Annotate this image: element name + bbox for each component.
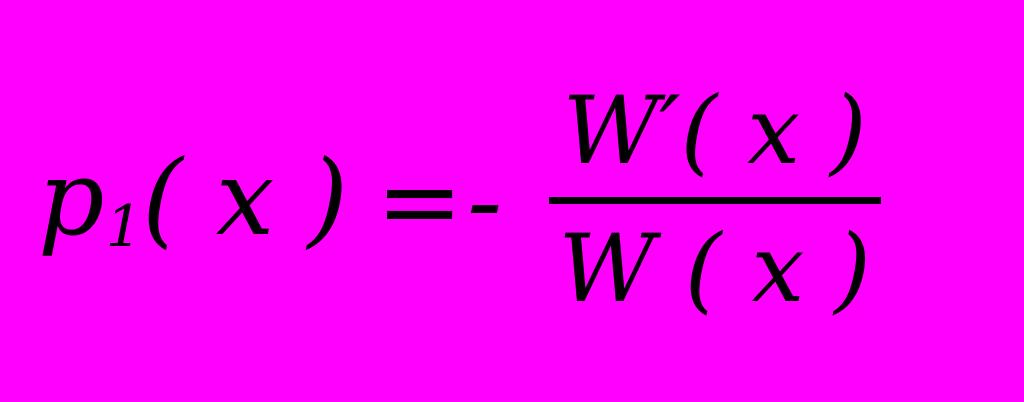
fraction-numerator: W′( x ) — [548, 78, 881, 204]
fraction-denominator: W ( x ) — [558, 214, 871, 324]
minus-sign: - — [467, 140, 503, 262]
lhs-argument: ( x ) — [142, 136, 349, 259]
lhs-term: p1( x ) — [38, 146, 348, 257]
p-symbol: p — [38, 136, 105, 259]
equation: p1( x ) = - W′( x ) W ( x ) — [38, 78, 885, 323]
equals-sign: = — [376, 140, 464, 262]
fraction: W′( x ) W ( x ) — [544, 78, 885, 323]
p-subscript: 1 — [105, 194, 143, 261]
